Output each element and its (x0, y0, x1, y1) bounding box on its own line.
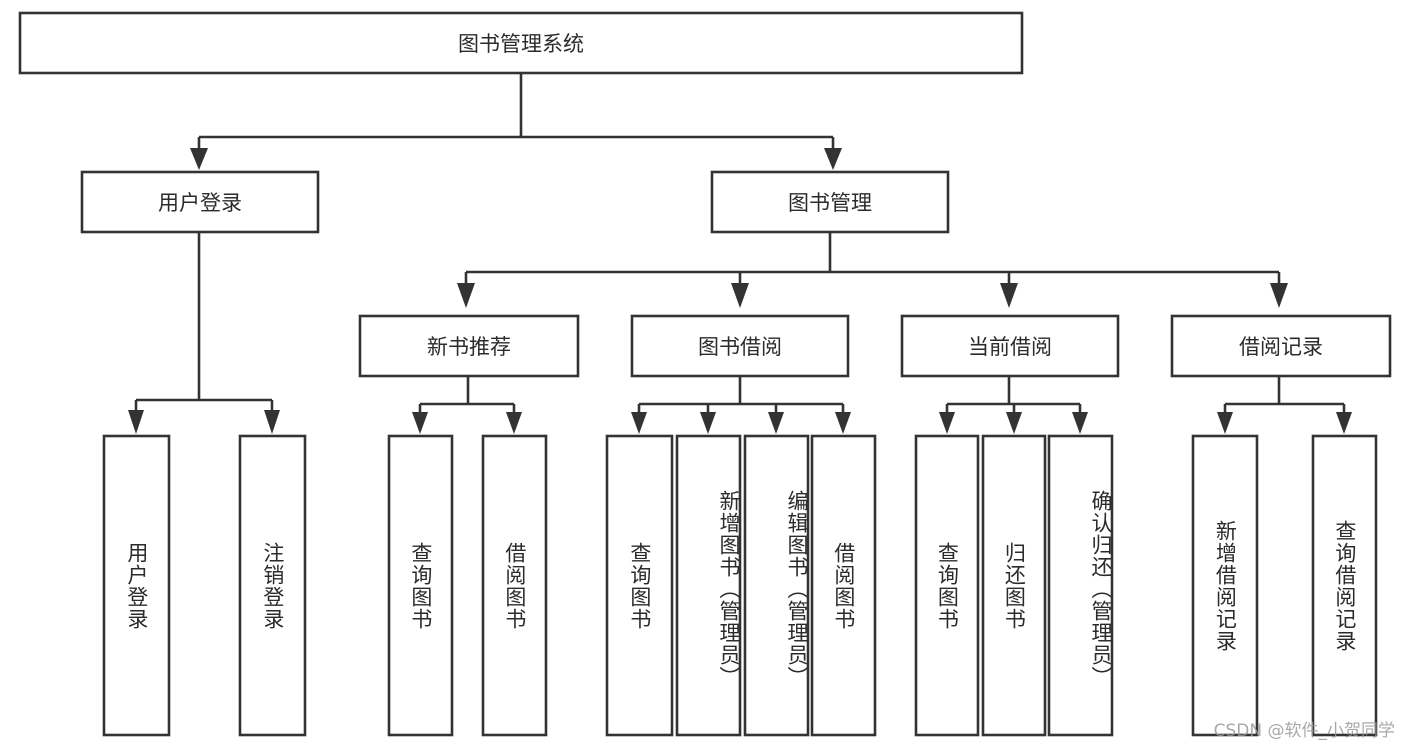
node-book-management[interactable]: 图书管理 (710, 170, 950, 234)
node-current-borrow-label: 当前借阅 (968, 335, 1052, 359)
node-root-label: 图书管理系统 (458, 32, 584, 56)
connector-bookmgmt-to-level3 (457, 233, 1288, 308)
node-root[interactable]: 图书管理系统 (18, 11, 1024, 75)
leaf-node-book-borrow-1[interactable] (605, 434, 674, 737)
connector-borrowrecord-to-leaves (1217, 376, 1352, 434)
connector-bookborrow-to-leaves (631, 376, 851, 434)
node-book-management-label: 图书管理 (788, 191, 872, 215)
leaf-node-new-book-1[interactable] (387, 434, 454, 737)
leaf-node-book-borrow-4[interactable] (810, 434, 877, 737)
node-current-borrow[interactable]: 当前借阅 (900, 314, 1120, 378)
leaf-node-book-borrow-3[interactable] (743, 434, 810, 737)
node-new-book-recommend-label: 新书推荐 (427, 335, 511, 359)
connector-root-to-level2 (190, 73, 842, 170)
node-book-borrow-label: 图书借阅 (698, 335, 782, 359)
leaf-node-current-borrow-3[interactable] (1047, 434, 1114, 737)
node-new-book-recommend[interactable]: 新书推荐 (358, 314, 580, 378)
node-borrow-record[interactable]: 借阅记录 (1170, 314, 1392, 378)
leaf-node-current-borrow-1[interactable] (914, 434, 980, 737)
leaf-node-user-login-1[interactable] (102, 434, 171, 737)
connector-currentborrow-to-leaves (939, 376, 1088, 434)
leaf-node-borrow-record-1[interactable] (1191, 434, 1259, 737)
leaf-node-borrow-record-2[interactable] (1311, 434, 1378, 737)
leaf-node-book-borrow-2[interactable] (675, 434, 742, 737)
node-user-login[interactable]: 用户登录 (80, 170, 320, 234)
connector-userlogin-to-leaves (128, 232, 280, 434)
leaf-node-new-book-2[interactable] (481, 434, 548, 737)
node-borrow-record-label: 借阅记录 (1239, 335, 1323, 359)
node-book-borrow[interactable]: 图书借阅 (630, 314, 850, 378)
connector-newbook-to-leaves (412, 376, 522, 434)
csdn-watermark: CSDN @软件_小贺同学 (1213, 721, 1395, 741)
node-user-login-label: 用户登录 (158, 191, 242, 215)
leaf-node-user-login-2[interactable] (238, 434, 307, 737)
leaf-node-current-borrow-2[interactable] (981, 434, 1047, 737)
